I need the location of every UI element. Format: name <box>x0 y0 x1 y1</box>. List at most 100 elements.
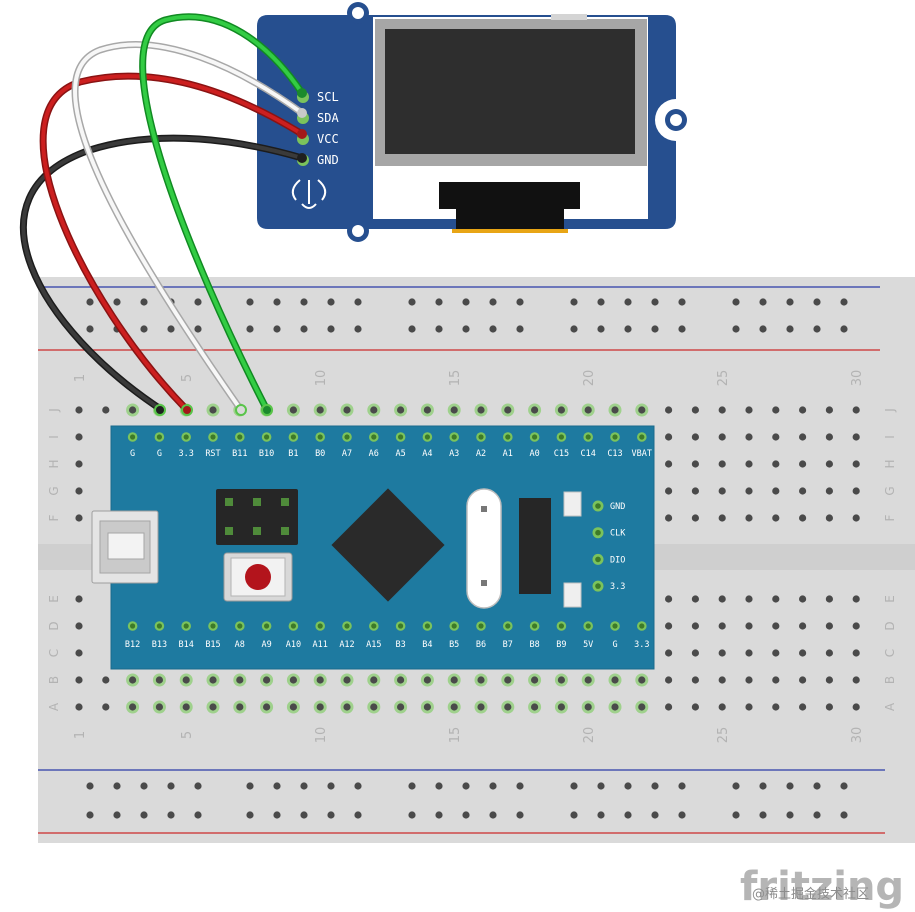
row-letter: F <box>883 514 897 521</box>
breadboard-hole <box>651 782 659 790</box>
breadboard-hole <box>236 676 244 684</box>
column-number: 20 <box>582 727 597 744</box>
breadboard-hole <box>435 782 443 790</box>
breadboard-hole <box>113 811 121 819</box>
breadboard-hole <box>786 325 794 333</box>
breadboard-hole <box>450 406 458 414</box>
breadboard-hole <box>570 298 578 306</box>
breadboard-hole <box>799 487 807 495</box>
breadboard-hole <box>840 325 848 333</box>
pin-label: B3 <box>395 640 405 650</box>
row-letter: D <box>47 621 61 630</box>
column-number: 25 <box>716 370 731 387</box>
breadboard-hole <box>624 325 632 333</box>
pin-label: A8 <box>235 640 245 650</box>
breadboard-hole <box>825 649 834 657</box>
breadboard-hole <box>450 676 458 684</box>
header-pin-core <box>264 623 270 629</box>
breadboard-hole <box>516 782 524 790</box>
header-pin-core <box>612 434 618 440</box>
breadboard-hole <box>825 514 834 522</box>
header-pin-core <box>130 434 136 440</box>
breadboard-hole <box>813 782 821 790</box>
breadboard-hole <box>343 703 351 711</box>
breadboard-hole <box>691 703 700 711</box>
breadboard-hole <box>759 325 767 333</box>
breadboard-hole <box>840 298 848 306</box>
breadboard-hole <box>246 298 254 306</box>
breadboard-hole <box>557 406 566 414</box>
breadboard-hole <box>75 676 83 684</box>
usb-connector <box>91 510 159 584</box>
oled-screen <box>385 29 635 154</box>
swd-pin-core <box>595 583 601 589</box>
pin-label: C15 <box>554 449 569 459</box>
header-pin-core <box>585 434 591 440</box>
breadboard-hole <box>772 703 780 711</box>
header-pin-core <box>237 434 243 440</box>
breadboard-hole <box>423 703 431 711</box>
header-pin-core <box>398 623 404 629</box>
breadboard-hole <box>691 676 700 684</box>
breadboard-hole <box>597 811 605 819</box>
header-pin-core <box>558 434 565 440</box>
breadboard-hole <box>423 676 431 684</box>
breadboard-hole <box>665 460 673 468</box>
breadboard-hole <box>825 406 834 414</box>
breadboard-hole <box>745 487 753 495</box>
breadboard-hole <box>236 703 244 711</box>
header-pin-core <box>183 434 189 440</box>
breadboard-hole <box>665 676 673 684</box>
pin-label: B4 <box>422 640 432 650</box>
breadboard-hole <box>852 649 860 657</box>
breadboard-hole <box>759 782 767 790</box>
header-pin-core <box>505 434 511 440</box>
fritzing-logo: fritzing <box>740 864 904 910</box>
breadboard-hole <box>772 649 780 657</box>
breadboard-hole <box>86 298 94 306</box>
breadboard-hole <box>825 595 834 603</box>
breadboard-hole <box>799 595 807 603</box>
column-number: 10 <box>314 727 329 744</box>
column-number: 1 <box>73 374 88 382</box>
header-pin-core <box>424 434 430 440</box>
pin-label: B7 <box>503 640 513 650</box>
breadboard-hole <box>718 676 726 684</box>
breadboard-hole <box>462 298 470 306</box>
breadboard-hole <box>75 703 83 711</box>
breadboard-hole <box>745 649 753 657</box>
breadboard-hole <box>354 325 362 333</box>
breadboard-hole <box>665 433 673 441</box>
breadboard-hole <box>102 676 110 684</box>
breadboard-hole <box>273 782 281 790</box>
breadboard-hole <box>477 703 485 711</box>
breadboard-hole <box>504 406 512 414</box>
header-pin-core <box>398 434 404 440</box>
breadboard-hole <box>462 782 470 790</box>
breadboard-hole <box>772 595 780 603</box>
header-pin-core <box>130 623 136 629</box>
wire-endpoints <box>154 88 307 416</box>
pin-label: A12 <box>339 640 354 650</box>
led-icon <box>563 491 582 517</box>
breadboard-hole <box>194 325 202 333</box>
breadboard-hole <box>799 622 807 630</box>
pin-label: A4 <box>422 449 432 459</box>
row-letter: E <box>47 595 61 603</box>
grove-logo-icon <box>291 179 327 209</box>
breadboard-hole <box>570 325 578 333</box>
breadboard-hole <box>489 811 497 819</box>
swd-pin-label: CLK <box>610 529 626 539</box>
header-pin-core <box>156 434 162 440</box>
breadboard-hole <box>102 406 110 414</box>
breadboard-hole <box>75 622 83 630</box>
breadboard-hole <box>408 325 416 333</box>
breadboard-hole <box>194 298 202 306</box>
breadboard-hole <box>745 622 753 630</box>
breadboard-hole <box>678 782 686 790</box>
breadboard-hole <box>273 325 281 333</box>
breadboard-hole <box>570 782 578 790</box>
header-pin-core <box>210 623 216 629</box>
